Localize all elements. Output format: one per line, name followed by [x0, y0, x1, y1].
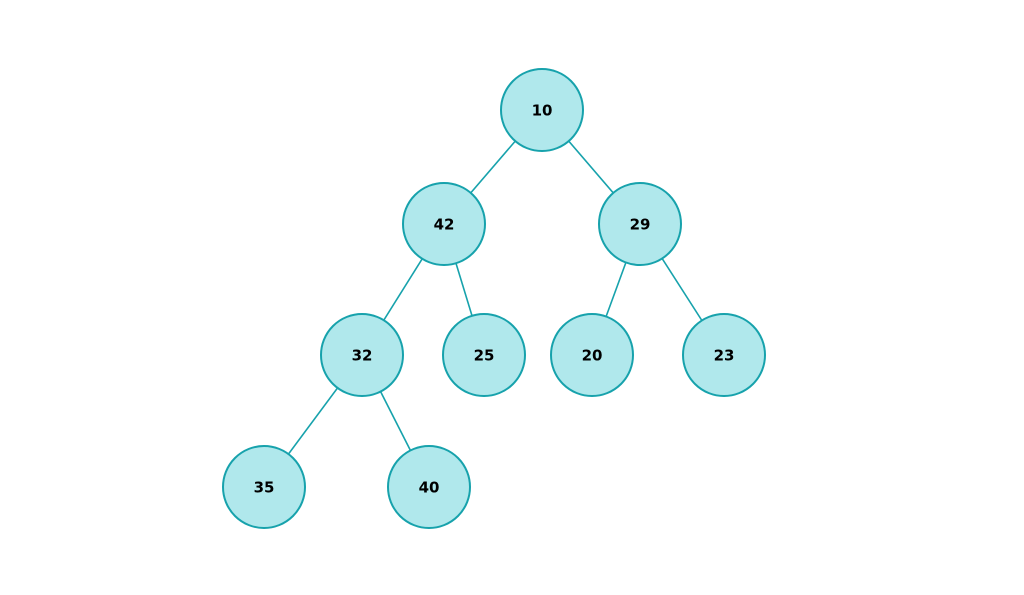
tree-node-label: 10	[532, 102, 553, 120]
tree-node-label: 32	[352, 347, 373, 365]
tree-node-25: 25	[442, 313, 526, 397]
tree-node-circle	[550, 313, 634, 397]
tree-node-20: 20	[550, 313, 634, 397]
tree-node-23: 23	[682, 313, 766, 397]
tree-node-circle	[222, 445, 306, 529]
tree-node-29: 29	[598, 182, 682, 266]
tree-node-label: 25	[474, 347, 495, 365]
tree-node-label: 42	[434, 216, 455, 234]
tree-node-circle	[500, 68, 584, 152]
tree-node-label: 20	[582, 347, 603, 365]
tree-node-circle	[442, 313, 526, 397]
tree-node-32: 32	[320, 313, 404, 397]
tree-node-label: 23	[714, 347, 735, 365]
tree-node-circle	[320, 313, 404, 397]
tree-node-circle	[682, 313, 766, 397]
tree-node-40: 40	[387, 445, 471, 529]
tree-node-42: 42	[402, 182, 486, 266]
tree-node-circle	[402, 182, 486, 266]
tree-node-label: 40	[419, 479, 440, 497]
tree-node-label: 35	[254, 479, 275, 497]
tree-node-circle	[387, 445, 471, 529]
tree-node-label: 29	[630, 216, 651, 234]
tree-node-circle	[598, 182, 682, 266]
tree-node-35: 35	[222, 445, 306, 529]
tree-node-10: 10	[500, 68, 584, 152]
